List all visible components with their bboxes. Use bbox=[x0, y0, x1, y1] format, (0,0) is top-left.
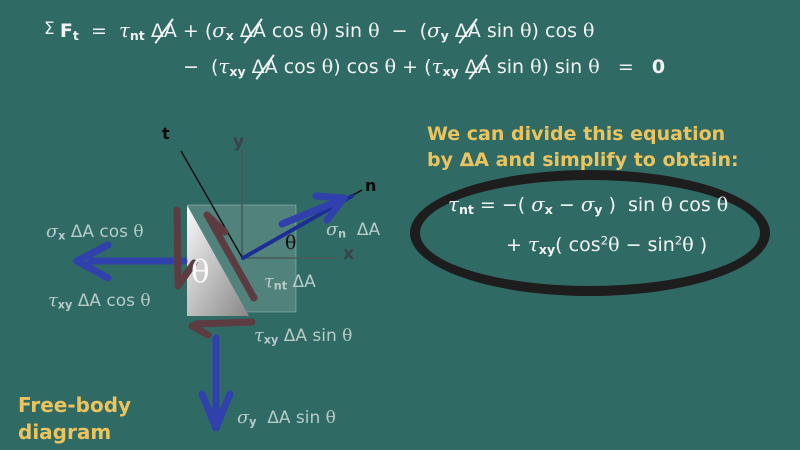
tau-nt-force-label: τnt ΔA bbox=[264, 272, 316, 293]
sigma-x-arrow bbox=[73, 241, 188, 282]
simplified-equation-line1: τnt = −( σx − σy ) sin θ cos θ bbox=[448, 193, 729, 217]
sigma-y-force-label: σy ΔA sin θ bbox=[237, 408, 336, 429]
t-axis-line bbox=[180, 150, 244, 260]
sigma-n-force-label: σn ΔA bbox=[326, 220, 381, 241]
equilibrium-equation-line1: Σ Ft = τnt ΔA + (σx ΔA cos θ) sin θ − (σ… bbox=[44, 18, 595, 43]
x-axis-label: x bbox=[343, 244, 354, 264]
equilibrium-equation-line2: − (τxy ΔA cos θ) cos θ + (τxy ΔA sin θ) … bbox=[183, 55, 666, 79]
tau-xy-cos-force-label: τxy ΔA cos θ bbox=[48, 291, 151, 312]
theta-axis-label: θ bbox=[285, 232, 297, 254]
tau-xy-left-arrow bbox=[173, 206, 198, 290]
simplified-equation-line2: + τxy( cos2θ − sin2θ ) bbox=[506, 233, 708, 257]
sigma-n-arrow bbox=[278, 192, 348, 228]
sigma-y-arrow bbox=[198, 334, 234, 432]
tau-nt-arrow bbox=[203, 211, 258, 302]
y-axis-label: y bbox=[233, 132, 245, 152]
caption: Free-body diagram bbox=[18, 392, 131, 446]
theta-wedge-label: θ bbox=[191, 254, 210, 290]
wedge-triangle bbox=[187, 205, 249, 316]
note-text: We can divide this equation by ΔA and si… bbox=[427, 121, 739, 173]
caption-line1: Free-body bbox=[18, 393, 132, 417]
t-axis-label: t bbox=[162, 124, 170, 143]
note-line2: by ΔA and simplify to obtain: bbox=[427, 149, 739, 171]
note-line1: We can divide this equation bbox=[427, 123, 726, 145]
n-axis-label: n bbox=[365, 176, 377, 195]
sigma-x-force-label: σx ΔA cos θ bbox=[46, 222, 144, 243]
tau-xy-sin-force-label: τxy ΔA sin θ bbox=[254, 326, 353, 347]
highlight-ellipse bbox=[410, 170, 770, 296]
tau-xy-bottom-arrow bbox=[188, 318, 256, 339]
caption-line2: diagram bbox=[18, 420, 112, 444]
